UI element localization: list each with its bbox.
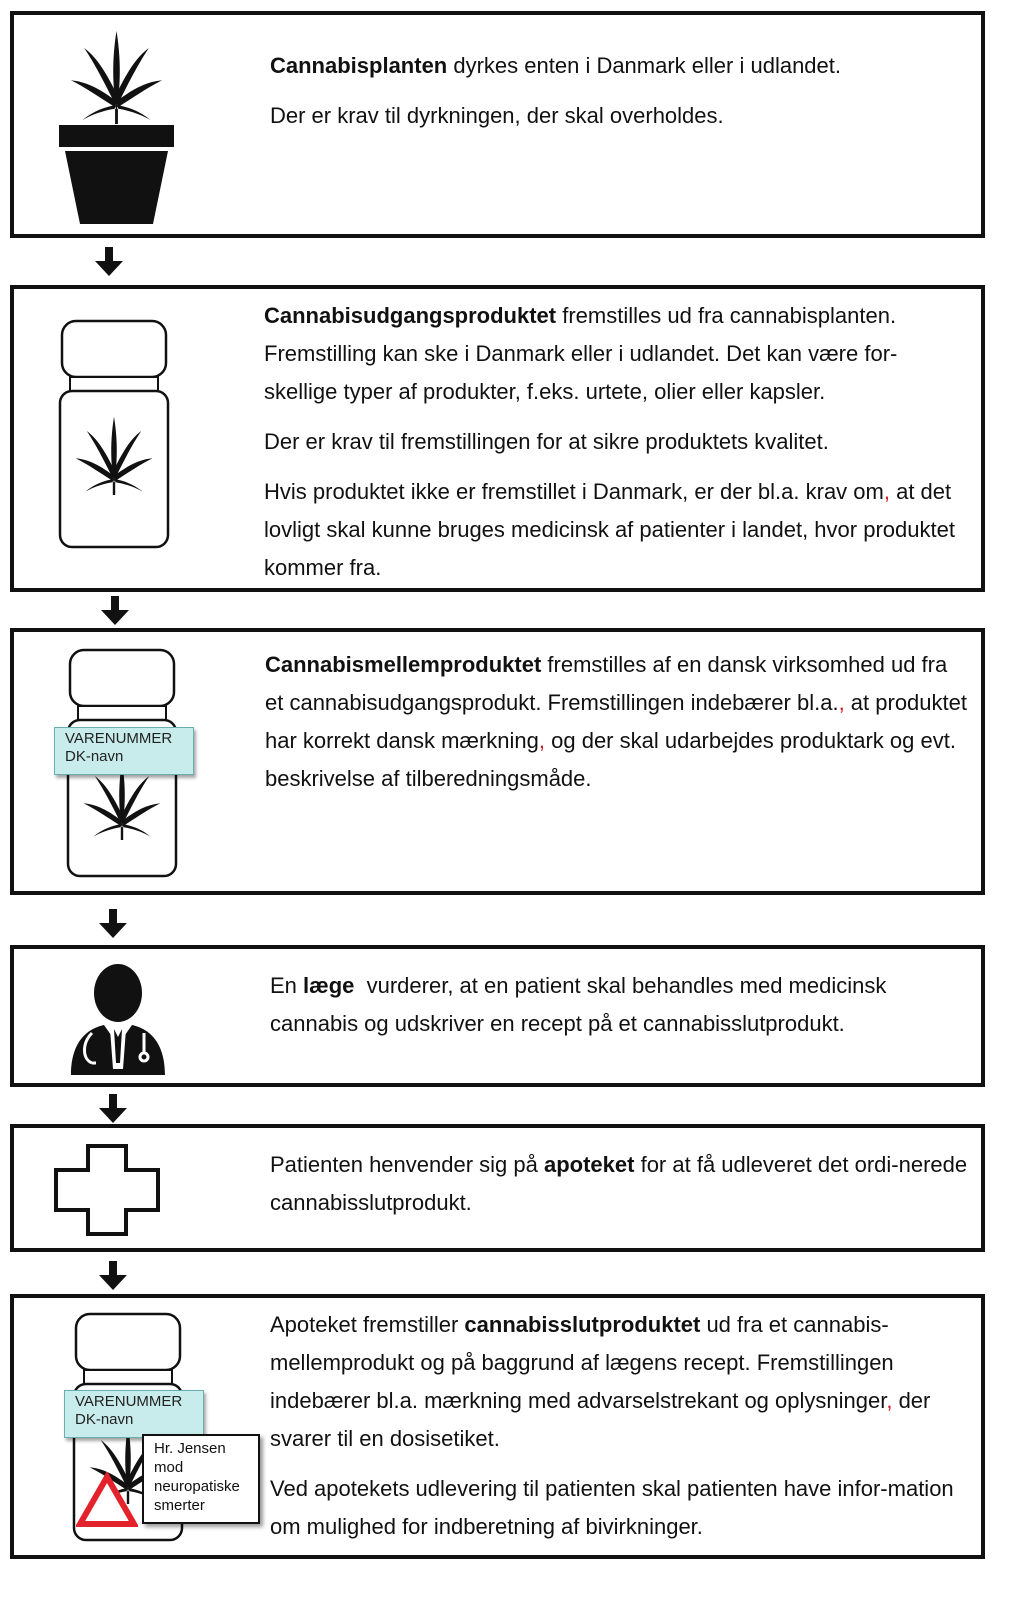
cannabis-jar-icon <box>58 319 170 549</box>
warning-triangle-icon <box>76 1472 138 1527</box>
potted-cannabis-plant-icon <box>59 29 174 224</box>
label-line: DK-navn <box>75 1411 134 1428</box>
paragraph: Patienten henvender sig på apoteket for … <box>270 1152 968 1215</box>
down-arrow-icon <box>99 1261 127 1290</box>
step-doctor: En læge vurderer, at en patient skal beh… <box>10 945 985 1087</box>
step-doctor-text: En læge vurderer, at en patient skal beh… <box>270 967 970 1043</box>
dosage-line: mod <box>154 1459 184 1476</box>
label-line: VARENUMMER <box>65 730 173 747</box>
label-line: VARENUMMER <box>75 1393 183 1410</box>
down-arrow-icon <box>101 596 129 625</box>
paragraph: Hvis produktet ikke er fremstillet i Dan… <box>264 479 955 580</box>
paragraph: En læge vurderer, at en patient skal beh… <box>270 973 893 1036</box>
paragraph: Cannabisplanten dyrkes enten i Danmark e… <box>270 53 842 78</box>
product-label: VARENUMMER DK-navn <box>54 727 194 775</box>
label-line: DK-navn <box>65 748 124 765</box>
step-intermediate-product-text: Cannabismellemproduktet fremstilles af e… <box>265 646 970 798</box>
step-cultivation-text: Cannabisplanten dyrkes enten i Danmark e… <box>270 47 970 135</box>
step-pharmacy-text: Patienten henvender sig på apoteket for … <box>270 1146 970 1222</box>
paragraph: Cannabismellemproduktet fremstilles af e… <box>265 652 967 791</box>
paragraph: Cannabisudgangsproduktet fremstilles ud … <box>264 303 898 404</box>
step-pharmacy: Patienten henvender sig på apoteket for … <box>10 1124 985 1252</box>
product-label: VARENUMMER DK-navn <box>64 1390 204 1438</box>
paragraph: Ved apotekets udlevering til patienten s… <box>270 1476 954 1539</box>
step-starting-product: Cannabisudgangsproduktet fremstilles ud … <box>10 285 985 592</box>
step-final-product-text: Apoteket fremstiller cannabisslutprodukt… <box>270 1306 970 1546</box>
paragraph: Der er krav til dyrkningen, der skal ove… <box>270 103 724 128</box>
step-final-product: VARENUMMER DK-navn Hr. Jensen mod neurop… <box>10 1294 985 1559</box>
step-intermediate-product: VARENUMMER DK-navn Cannabismellemprodukt… <box>10 628 985 895</box>
down-arrow-icon <box>95 247 123 276</box>
dosage-line: smerter <box>154 1497 205 1514</box>
down-arrow-icon <box>99 909 127 938</box>
dosage-line: neuropatiske <box>154 1478 240 1495</box>
dosage-label: Hr. Jensen mod neuropatiske smerter <box>142 1434 260 1524</box>
dosage-line: Hr. Jensen <box>154 1440 226 1457</box>
paragraph: Der er krav til fremstillingen for at si… <box>264 429 829 454</box>
step-cultivation: Cannabisplanten dyrkes enten i Danmark e… <box>10 11 985 238</box>
paragraph: Apoteket fremstiller cannabisslutprodukt… <box>270 1312 931 1451</box>
down-arrow-icon <box>99 1094 127 1123</box>
step-starting-product-text: Cannabisudgangsproduktet fremstilles ud … <box>264 297 970 587</box>
doctor-icon <box>71 964 165 1075</box>
pharmacy-cross-icon <box>54 1144 160 1236</box>
